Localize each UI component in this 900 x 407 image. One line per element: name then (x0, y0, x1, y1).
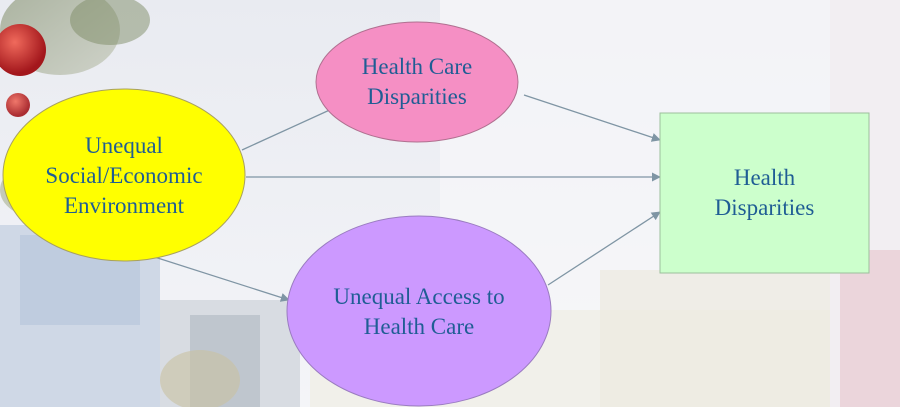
health-disparities-label: Health Disparities (660, 113, 869, 273)
unequal-access-line-1: Unequal Access to (333, 284, 505, 309)
unequal-environment-label: Unequal Social/Economic Environment (4, 90, 244, 262)
arrow-care-disparities-to-health-disparities (523, 94, 661, 142)
unequal-environment-node (2, 88, 246, 262)
arrow-access-to-health-disparities (547, 211, 661, 286)
unequal-access-node (286, 215, 552, 407)
health-care-disparities-node (315, 21, 519, 143)
health-care-disparities-line-2: Disparities (367, 84, 467, 109)
health-disparities-node (659, 112, 870, 274)
health-care-disparities-line-1: Health Care (361, 54, 473, 79)
arrow-environment-to-access (141, 252, 290, 302)
health-disparities-line-1: Health (733, 165, 796, 190)
unequal-access-line-2: Health Care (363, 314, 475, 339)
health-disparities-line-2: Disparities (714, 195, 815, 220)
health-care-disparities-label: Health Care Disparities (317, 22, 517, 142)
unequal-environment-line-3: Environment (63, 193, 185, 218)
unequal-environment-line-1: Unequal (85, 133, 163, 158)
unequal-environment-line-2: Social/Economic (45, 163, 203, 188)
unequal-access-label: Unequal Access to Health Care (287, 271, 551, 353)
